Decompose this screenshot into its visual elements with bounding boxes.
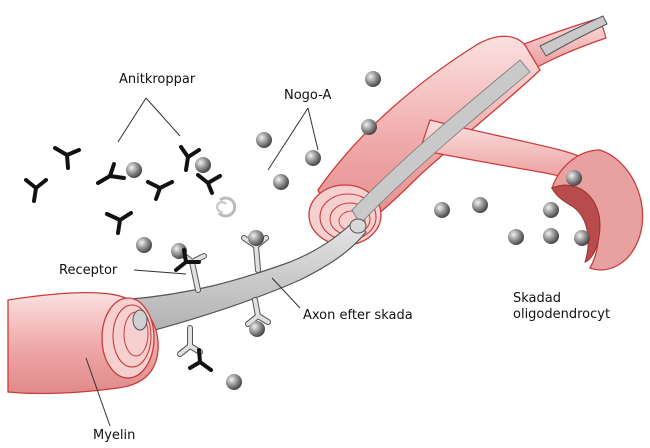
antibody (198, 175, 220, 193)
label-myelin: Myelin (93, 428, 135, 443)
antibody (26, 180, 46, 201)
nogo-particle (472, 197, 488, 213)
label-axon: Axon efter skada (303, 308, 413, 323)
nogo-particle (249, 321, 265, 337)
leader-antibodies (118, 98, 180, 142)
nogo-particle (126, 162, 142, 178)
label-oligodendrocyte-2: oligodendrocyt (513, 307, 610, 322)
nogo-particle (574, 230, 590, 246)
degrading-particle (217, 198, 235, 216)
antibody (98, 164, 124, 183)
label-oligodendrocyte-1: Skadad (513, 291, 561, 306)
receptor-spike-4b (180, 328, 200, 354)
axon-left-end (133, 310, 147, 330)
antibody (107, 213, 131, 233)
nogo-particle (256, 132, 272, 148)
nogo-particle (566, 170, 582, 186)
antibody (190, 350, 211, 370)
nogo-particle (305, 150, 321, 166)
nogo-particle (543, 202, 559, 218)
axon-end-cap (350, 219, 366, 233)
antibody (148, 182, 172, 199)
nogo-particle (136, 237, 152, 253)
nogo-particle (226, 374, 242, 390)
nogo-particle (365, 71, 381, 87)
nogo-particle (543, 228, 559, 244)
nogo-particle (361, 119, 377, 135)
nogo-particle (508, 229, 524, 245)
nogo-particle (273, 174, 289, 190)
antibody (55, 148, 79, 168)
label-nogo-a: Nogo-A (284, 88, 331, 103)
nogo-particle (248, 230, 264, 246)
label-receptor: Receptor (59, 263, 117, 278)
myelin-sheath-left (8, 293, 158, 394)
nogo-particle (195, 157, 211, 173)
label-antibodies: Anitkroppar (119, 72, 195, 87)
nogo-particle (434, 202, 450, 218)
